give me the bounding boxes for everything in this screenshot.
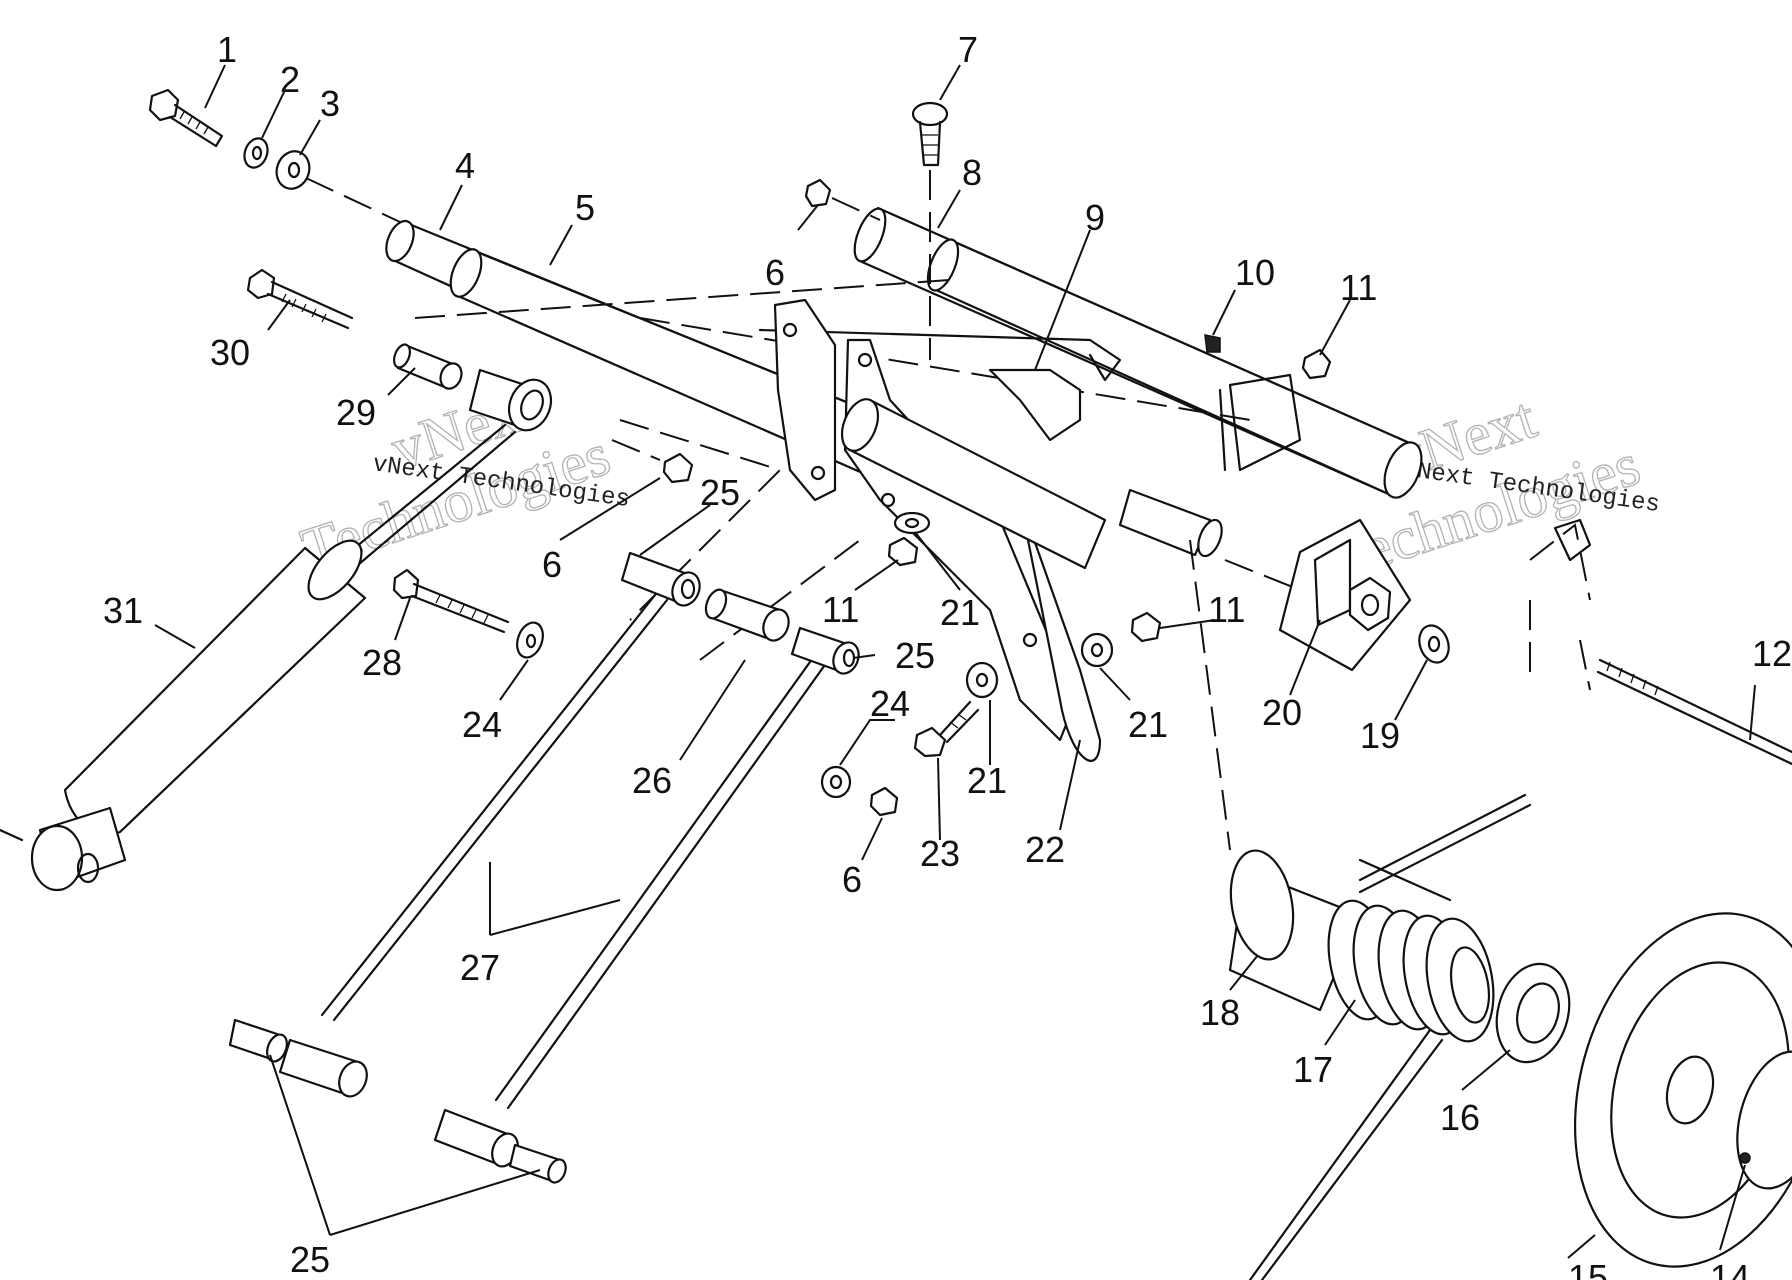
part-21-washer-lower: [965, 661, 999, 699]
axis-line: [1224, 559, 1301, 591]
part-26-spacer: [704, 588, 790, 642]
part-6-nut-middle: [611, 439, 694, 484]
callout-labels: 1 2 3 4 5 6 7 8 9 10 11 12 30 29 25 6 11…: [103, 29, 1792, 1280]
part-9-clip: [988, 368, 1082, 442]
callout-22: 22: [1025, 829, 1065, 870]
callout-31: 31: [103, 590, 143, 631]
part-21-washer-right: [1080, 632, 1114, 668]
callout-6: 6: [842, 859, 862, 900]
callout-21: 21: [967, 760, 1007, 801]
part-6-nut-top: [804, 178, 881, 221]
part-8-tube: [853, 206, 1423, 499]
callout-25: 25: [700, 472, 740, 513]
rail-frame: [414, 279, 1302, 661]
cross-tube: [840, 398, 1223, 570]
part-25-bushing-top: [620, 551, 701, 607]
part-30-bolt: [246, 268, 354, 330]
callout-3: 3: [320, 83, 340, 124]
part-10-clip: [1204, 334, 1221, 353]
callout-8: 8: [962, 152, 982, 193]
callout-25: 25: [290, 1239, 330, 1280]
callout-12: 12: [1752, 633, 1792, 674]
part-11-nut-center: [887, 536, 919, 567]
part-2-washer: [243, 137, 269, 169]
callout-21: 21: [1128, 704, 1168, 745]
callout-20: 20: [1262, 692, 1302, 733]
callout-2: 2: [280, 59, 300, 100]
callout-28: 28: [362, 642, 402, 683]
callout-24: 24: [462, 704, 502, 745]
part-7-bolt: [911, 101, 949, 360]
part-3-washer: [275, 150, 311, 190]
callout-11: 11: [1208, 589, 1245, 630]
callout-9: 9: [1085, 197, 1105, 238]
axis-line: [1189, 539, 1231, 851]
part-12-adjuster-rod: [1529, 518, 1792, 766]
shock-upper-eye: [468, 368, 553, 432]
callout-15: 15: [1568, 1257, 1608, 1280]
part-27-link-rods: [320, 593, 829, 1110]
callout-6: 6: [765, 252, 785, 293]
part-6-nut-bottom: [869, 786, 899, 817]
callout-7: 7: [958, 29, 978, 70]
callout-10: 10: [1235, 252, 1275, 293]
callout-23: 23: [920, 833, 960, 874]
callout-30: 30: [210, 332, 250, 373]
part-23-bolt: [913, 700, 980, 758]
callout-1: 1: [217, 29, 237, 70]
part-17-spring: [1248, 793, 1532, 1280]
part-25-bushing-top-right: [790, 626, 860, 675]
callout-26: 26: [632, 760, 672, 801]
part-29-spacer: [393, 343, 463, 390]
callout-18: 18: [1200, 992, 1240, 1033]
part-21-washer-center: [893, 511, 931, 535]
part-24-washer-right: [820, 765, 852, 799]
part-28-bolt: [392, 568, 510, 634]
callout-21: 21: [940, 592, 980, 633]
callout-4: 4: [455, 145, 475, 186]
leader-lines: [154, 64, 1756, 1259]
callout-17: 17: [1293, 1049, 1333, 1090]
part-31-shock: [0, 423, 517, 892]
callout-24: 24: [870, 683, 910, 724]
callout-27: 27: [460, 947, 500, 988]
part-1-bolt: [148, 88, 224, 148]
bracket-left-plate: [773, 298, 837, 502]
part-24-washer-left: [516, 621, 544, 659]
callout-19: 19: [1360, 715, 1400, 756]
callout-11: 11: [1340, 267, 1377, 308]
part-19-washer: [1418, 624, 1450, 664]
callout-14: 14: [1710, 1257, 1750, 1280]
part-11-nut-right-lower: [1130, 611, 1162, 643]
part-18-spacer: [1228, 849, 1362, 1012]
callout-25: 25: [895, 635, 935, 676]
part-16-washer: [1495, 962, 1571, 1064]
axis-line: [305, 177, 401, 223]
callout-29: 29: [336, 392, 376, 433]
part-11-nut-right: [1301, 348, 1332, 380]
callout-11: 11: [822, 589, 859, 630]
part-25-bushings-bottom: [228, 1018, 567, 1184]
callout-16: 16: [1440, 1097, 1480, 1138]
part-15-idler-wheel: [1573, 912, 1792, 1268]
callout-5: 5: [575, 187, 595, 228]
part-20-adjuster-bracket: [1278, 518, 1412, 672]
callout-6: 6: [542, 544, 562, 585]
